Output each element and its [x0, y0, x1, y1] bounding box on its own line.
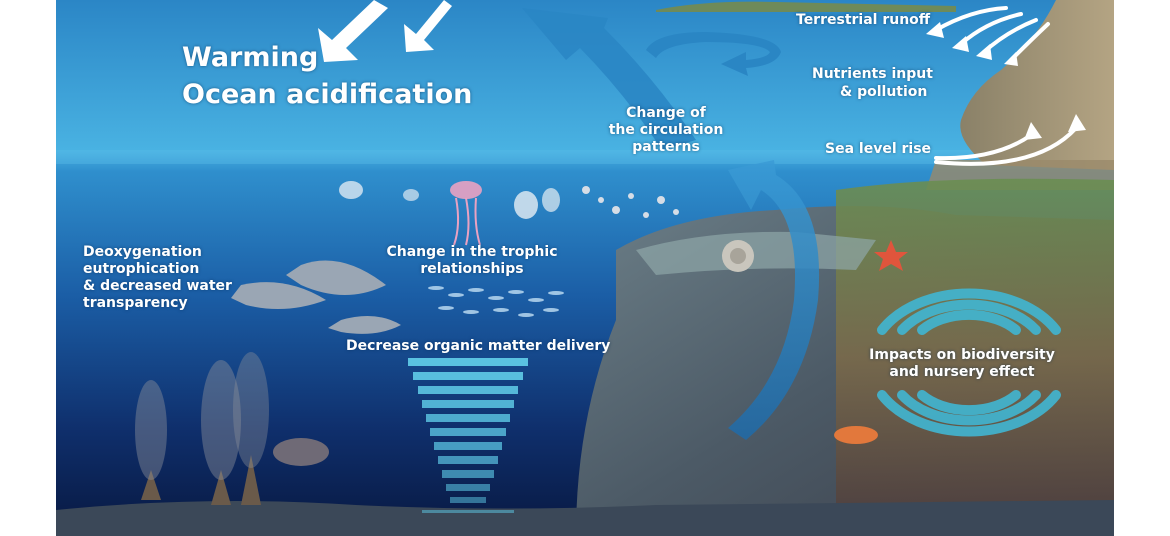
circulation-label-1: Change of: [626, 105, 706, 121]
illustration: [56, 0, 1114, 536]
deoxygenation-label-3: & decreased water: [83, 278, 232, 294]
deoxygenation-label-1: Deoxygenation: [83, 244, 202, 260]
terrestrial-runoff-label: Terrestrial runoff: [796, 12, 931, 28]
fish-school: [428, 286, 564, 317]
circulation-label-2: the circulation: [608, 122, 724, 138]
ocean-ecosystem-diagram: Warming Ocean acidification Terrestrial …: [56, 0, 1114, 536]
sea-level-arrows: [934, 126, 1078, 166]
snail-shell: [722, 240, 754, 272]
circulation-label-3: patterns: [632, 139, 700, 155]
organic-matter-label: Decrease organic matter delivery: [346, 338, 611, 354]
starfish: [874, 240, 908, 271]
plankton: [339, 181, 679, 246]
biodiversity-label-2: and nursery effect: [889, 364, 1035, 380]
biodiversity-label-1: Impacts on biodiversity: [869, 347, 1055, 363]
organic-matter-funnel: [408, 358, 528, 513]
nutrients-label-2: & pollution: [840, 84, 928, 100]
reef-wall: [836, 178, 1114, 536]
sea-level-rise-label: Sea level rise: [825, 141, 932, 157]
distant-island: [656, 1, 956, 12]
fish-group: [231, 260, 401, 466]
downwelling-arrow: [728, 160, 820, 440]
deoxygenation-label-4: transparency: [83, 295, 188, 311]
biodiversity-ripples: [877, 288, 1061, 437]
seabed: [56, 500, 1114, 536]
circulation-loop-arrow: [646, 32, 781, 76]
ocean-acidification-label: Ocean acidification: [182, 79, 473, 110]
hydrothermal-vents: [135, 352, 269, 505]
runoff-arrowheads: [926, 22, 1018, 66]
reef-fish: [834, 426, 878, 444]
trophic-label-2: relationships: [420, 261, 524, 277]
deoxygenation-label-2: eutrophication: [83, 261, 200, 277]
warming-label: Warming: [182, 42, 319, 73]
warming-arrows: [318, 0, 452, 62]
nutrients-label-1: Nutrients input: [812, 66, 933, 82]
trophic-label-1: Change in the trophic: [386, 244, 558, 260]
circulation-arrow-up: [522, 8, 696, 150]
sea-level-arrowheads: [1024, 114, 1086, 140]
sea-surface: [56, 150, 1114, 164]
